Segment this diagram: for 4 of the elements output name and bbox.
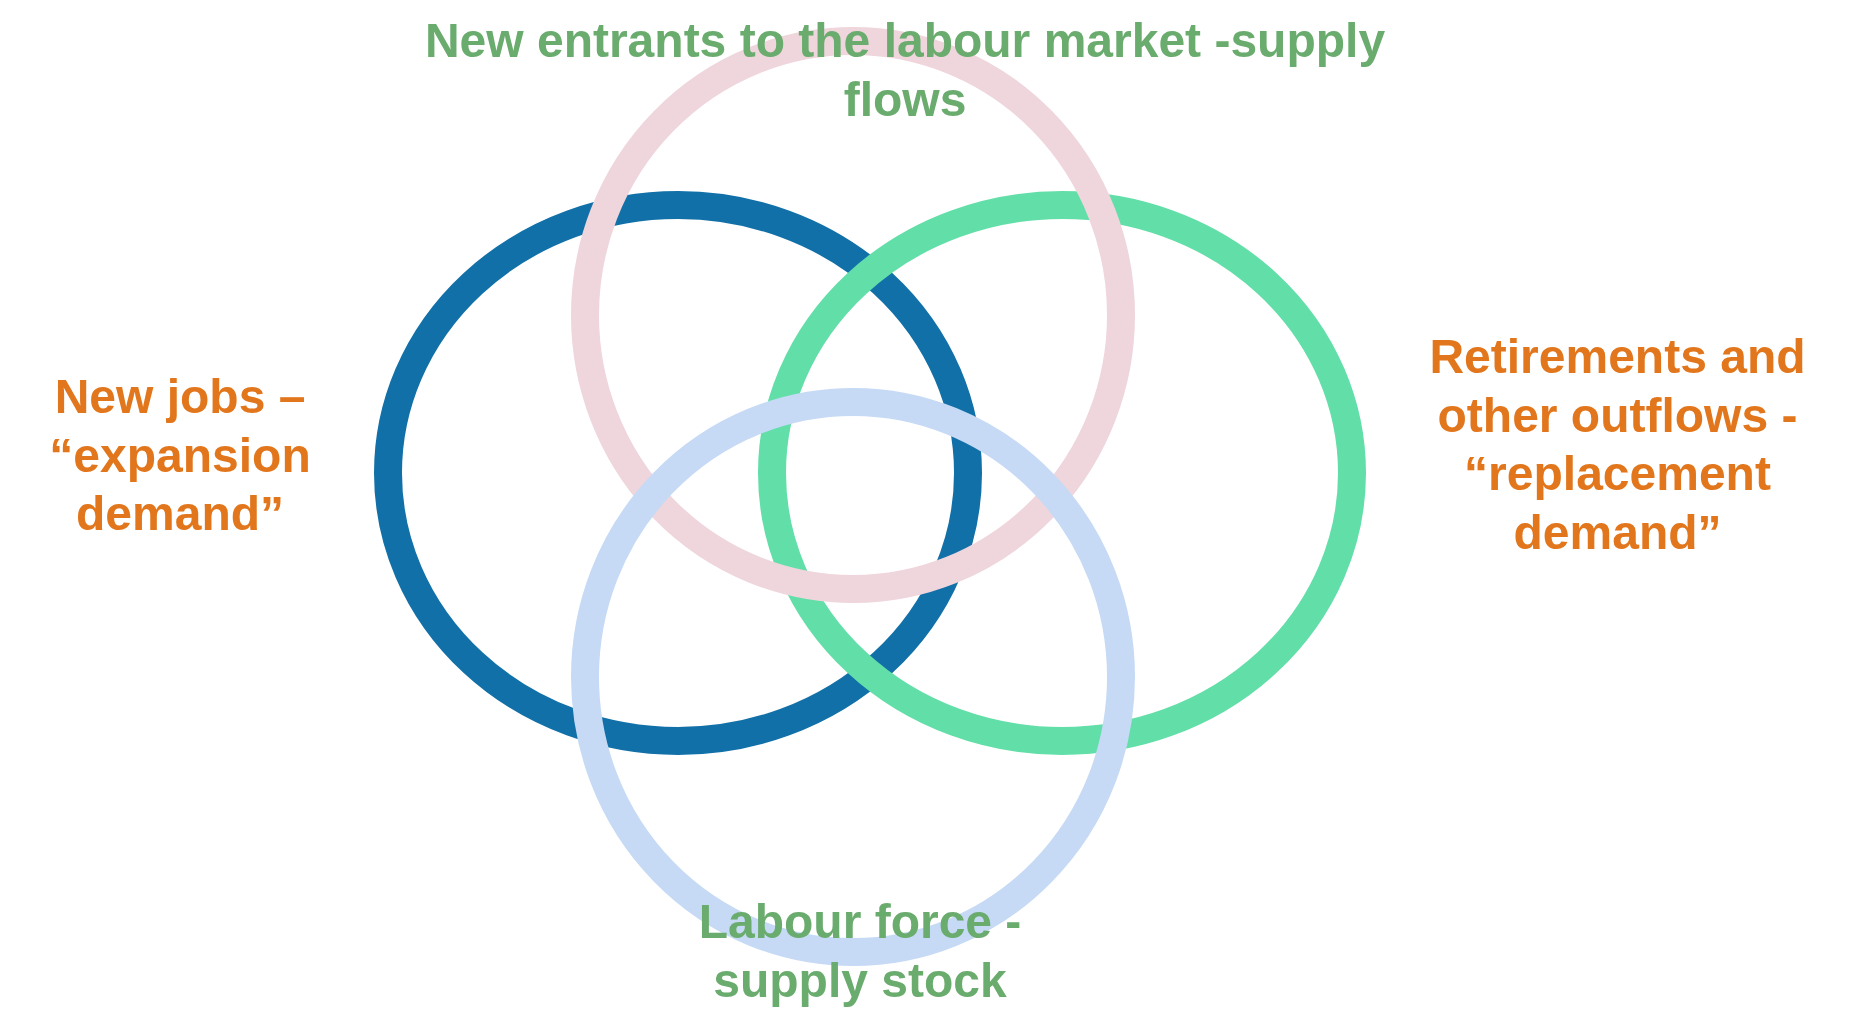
ring-label: Retirements and other outflows - “replacement demand” xyxy=(1428,329,1807,561)
ring-label: New jobs – “expansion demand” xyxy=(48,369,312,543)
ring-label: Labour force - supply stock xyxy=(697,894,1023,1009)
ring-label: New entrants to the labour market -supply flows xyxy=(423,13,1387,128)
